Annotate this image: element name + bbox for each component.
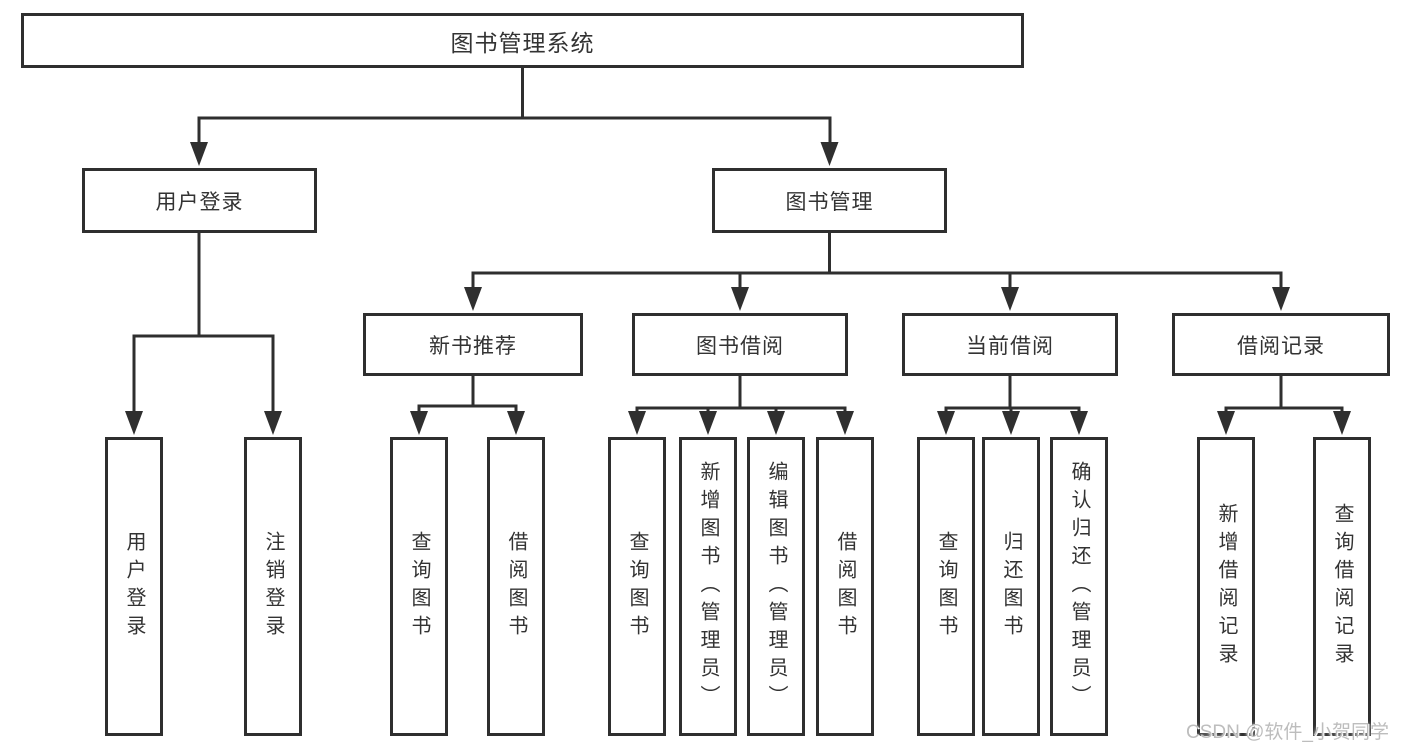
leaf-query-borrow-record: 查询借阅记录 [1313, 437, 1371, 736]
arrowheads [125, 142, 1351, 435]
node-book-management-label: 图书管理 [785, 190, 874, 214]
node-borrow-records: 借阅记录 [1172, 313, 1390, 376]
node-current-borrow: 当前借阅 [902, 313, 1118, 376]
leaf-return-book: 归还图书 [982, 437, 1040, 736]
leaf-user-login-label: 用户登录 [123, 530, 145, 643]
leaf-return-book-label: 归还图书 [1000, 530, 1022, 643]
leaf-query-book-current-label: 查询图书 [935, 530, 957, 643]
leaf-edit-book-admin-label: 编辑图书（管理员） [765, 460, 787, 713]
leaf-borrow-book-recommend: 借阅图书 [487, 437, 545, 736]
leaf-confirm-return-admin-label: 确认归还（管理员） [1068, 460, 1090, 713]
node-book-borrow: 图书借阅 [632, 313, 848, 376]
leaf-add-borrow-record: 新增借阅记录 [1197, 437, 1255, 736]
leaf-edit-book-admin: 编辑图书（管理员） [747, 437, 805, 736]
leaf-query-book-borrow-label: 查询图书 [626, 530, 648, 643]
node-user-login: 用户登录 [82, 168, 317, 233]
leaf-query-book-recommend-label: 查询图书 [408, 530, 430, 643]
leaf-query-book-borrow: 查询图书 [608, 437, 666, 736]
node-borrow-records-label: 借阅记录 [1237, 334, 1325, 358]
node-current-borrow-label: 当前借阅 [966, 334, 1054, 358]
node-root-label: 图书管理系统 [450, 29, 595, 56]
leaf-add-borrow-record-label: 新增借阅记录 [1215, 502, 1237, 671]
leaf-borrow-book: 借阅图书 [816, 437, 874, 736]
leaf-user-login: 用户登录 [105, 437, 163, 736]
leaf-query-book-recommend: 查询图书 [390, 437, 448, 736]
node-new-book-recommend: 新书推荐 [363, 313, 583, 376]
node-book-borrow-label: 图书借阅 [696, 334, 784, 358]
node-root-system: 图书管理系统 [21, 13, 1024, 68]
leaf-add-book-admin-label: 新增图书（管理员） [697, 460, 719, 713]
leaf-borrow-book-recommend-label: 借阅图书 [505, 530, 527, 643]
node-book-management: 图书管理 [712, 168, 947, 233]
leaf-query-borrow-record-label: 查询借阅记录 [1331, 502, 1353, 671]
leaf-query-book-current: 查询图书 [917, 437, 975, 736]
leaf-add-book-admin: 新增图书（管理员） [679, 437, 737, 736]
leaf-logout-login: 注销登录 [244, 437, 302, 736]
node-new-book-recommend-label: 新书推荐 [429, 334, 517, 358]
leaf-logout-login-label: 注销登录 [262, 530, 284, 643]
csdn-watermark: CSDN @软件_小贺同学 [1186, 722, 1389, 743]
leaf-confirm-return-admin: 确认归还（管理员） [1050, 437, 1108, 736]
node-user-login-label: 用户登录 [155, 190, 244, 214]
leaf-borrow-book-label: 借阅图书 [834, 530, 856, 643]
